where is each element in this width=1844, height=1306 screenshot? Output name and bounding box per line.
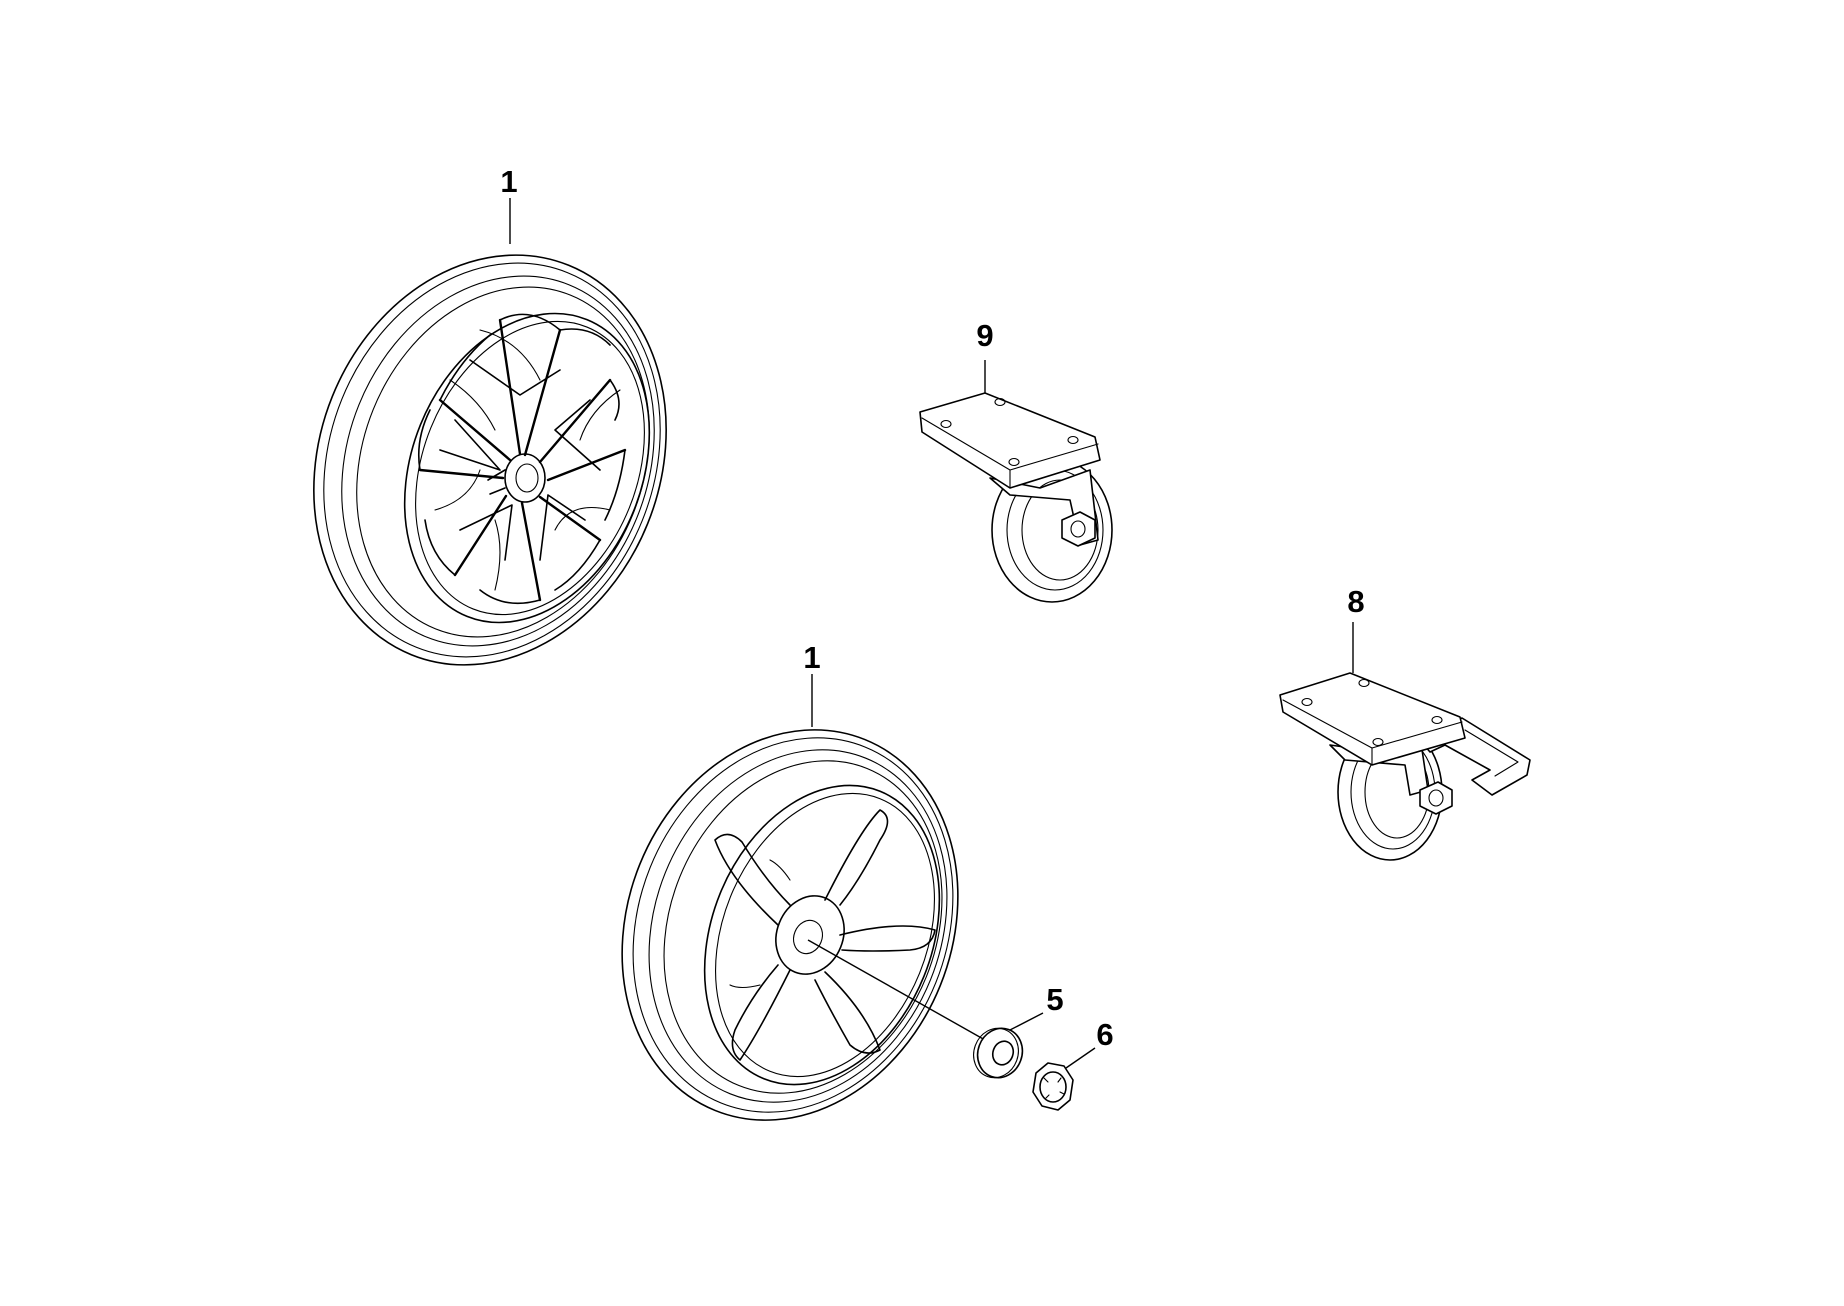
washer-part: [973, 1012, 1044, 1079]
callout-wheel-five-spoke: 1: [803, 640, 820, 675]
callout-caster-braked: 8: [1347, 584, 1364, 619]
wheel-five-spoke-part: [621, 729, 986, 1121]
callout-caster-fixed: 9: [976, 318, 993, 353]
callout-washer: 5: [1046, 982, 1063, 1017]
callout-lock-nut: 6: [1096, 1017, 1113, 1052]
callout-wheel-spoked: 1: [500, 164, 517, 199]
wheel-spoked-part: [313, 254, 667, 666]
lock-nut-part: [1032, 1047, 1096, 1111]
caster-braked-part: [1279, 622, 1531, 861]
caster-fixed-part: [919, 360, 1113, 603]
